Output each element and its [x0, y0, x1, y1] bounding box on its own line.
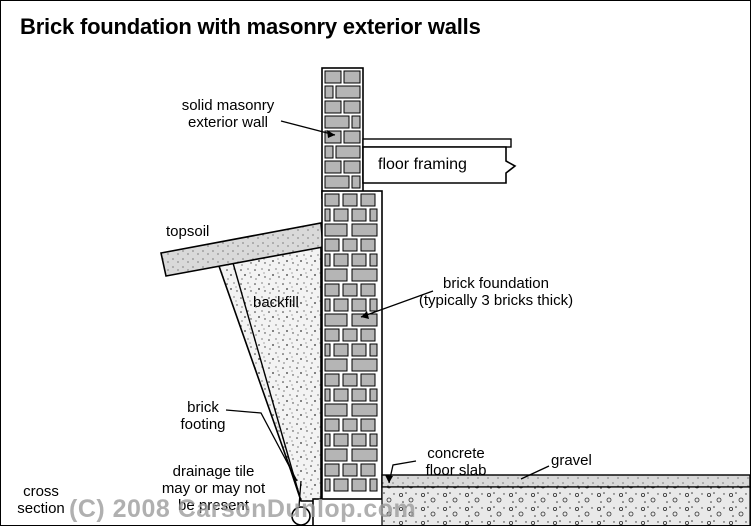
foundation-brick [324, 208, 331, 222]
foundation-brick [324, 478, 331, 492]
leader-lines [225, 120, 550, 507]
foundation-brick [360, 238, 376, 252]
foundation-brick [369, 478, 378, 492]
label-gravel: gravel [551, 452, 592, 469]
foundation-brick [342, 418, 358, 432]
foundation-brick [324, 253, 331, 267]
foundation-brick [342, 193, 358, 207]
drainage-tile [291, 506, 311, 525]
label-floor-framing: floor framing [378, 156, 467, 173]
foundation-brick [360, 283, 376, 297]
foundation-brick [324, 313, 348, 327]
brick-footing [312, 498, 392, 525]
foundation-brick [351, 388, 367, 402]
label-brick-foundation: brick foundation (typically 3 bricks thi… [401, 275, 591, 309]
foundation-brick [333, 343, 349, 357]
gravel-bed [381, 486, 750, 525]
foundation-brick [360, 418, 376, 432]
label-line: (typically 3 bricks thick) [418, 292, 574, 309]
foundation-brick [351, 253, 367, 267]
foundation-brick [324, 358, 348, 372]
leader-arrows [327, 130, 393, 483]
foundation-brick [324, 193, 340, 207]
label-backfill: backfill [253, 294, 299, 311]
foundation-brick [324, 328, 340, 342]
foundation-brick [324, 463, 340, 477]
foundation-brick [351, 358, 378, 372]
label-line: brick [187, 399, 219, 416]
diagram-title: Brick foundation with masonry exterior w… [20, 14, 481, 39]
label-line: footing [180, 416, 226, 433]
foundation-brick [324, 283, 340, 297]
label-line: concrete [427, 445, 485, 462]
foundation-brick [369, 298, 378, 312]
foundation-brick [342, 238, 358, 252]
foundation-brick [324, 298, 331, 312]
foundation-brick [333, 253, 349, 267]
foundation-brick [360, 373, 376, 387]
foundation-brick [324, 238, 340, 252]
foundation-brick [360, 193, 376, 207]
foundation-brick [333, 298, 349, 312]
foundation-brick [324, 433, 331, 447]
label-line: cross [23, 483, 59, 500]
foundation-brick [324, 268, 348, 282]
foundation-brick [369, 433, 378, 447]
foundation-brick [351, 208, 367, 222]
foundation-brick [351, 223, 378, 237]
foundation-brick [342, 463, 358, 477]
foundation-brick [369, 343, 378, 357]
foundation-brick [333, 388, 349, 402]
label-brick-footing: brick footing [173, 399, 233, 433]
label-line: brick foundation [443, 275, 549, 292]
foundation-brick [324, 403, 348, 417]
floor-framing [362, 138, 517, 184]
label-concrete-floor-slab: concrete floor slab [411, 445, 501, 479]
foundation-brick [324, 223, 348, 237]
foundation-brick [351, 268, 378, 282]
excavation-line [232, 262, 302, 502]
label-line: be present [178, 497, 249, 514]
foundation-brick [324, 388, 331, 402]
foundation-brick [342, 283, 358, 297]
brick-foundation [321, 190, 383, 502]
foundation-brick [351, 478, 367, 492]
foundation-brick [342, 328, 358, 342]
label-line: solid masonry [181, 97, 275, 114]
label-cross-section: cross section [11, 483, 71, 517]
foundation-brick [342, 373, 358, 387]
foundation-brick [351, 433, 367, 447]
masonry-exterior-wall [321, 67, 364, 199]
foundation-brick [360, 328, 376, 342]
label-masonry-exterior-wall: solid masonry exterior wall [169, 97, 287, 131]
label-drainage-tile: drainage tile may or may not be present [146, 463, 281, 514]
label-topsoil: topsoil [166, 223, 210, 240]
foundation-brick [369, 208, 378, 222]
foundation-brick [333, 433, 349, 447]
foundation-brick [351, 403, 378, 417]
copyright-watermark: (C) 2008 CarsonDunlop.com [69, 495, 417, 523]
backfill-area [211, 225, 322, 502]
label-line: exterior wall [187, 114, 269, 131]
foundation-brick [369, 388, 378, 402]
label-line: floor slab [425, 462, 487, 479]
foundation-brick [324, 418, 340, 432]
foundation-brick [324, 448, 348, 462]
foundation-brick [324, 343, 331, 357]
foundation-brick [333, 478, 349, 492]
foundation-brick [333, 208, 349, 222]
foundation-brick [351, 298, 367, 312]
label-line: may or may not [161, 480, 266, 497]
foundation-brick [351, 448, 378, 462]
foundation-brick [369, 253, 378, 267]
foundation-brick [351, 343, 367, 357]
foundation-brick [324, 373, 340, 387]
label-line: section [17, 500, 65, 517]
foundation-brick [360, 463, 376, 477]
label-line: drainage tile [172, 463, 255, 480]
